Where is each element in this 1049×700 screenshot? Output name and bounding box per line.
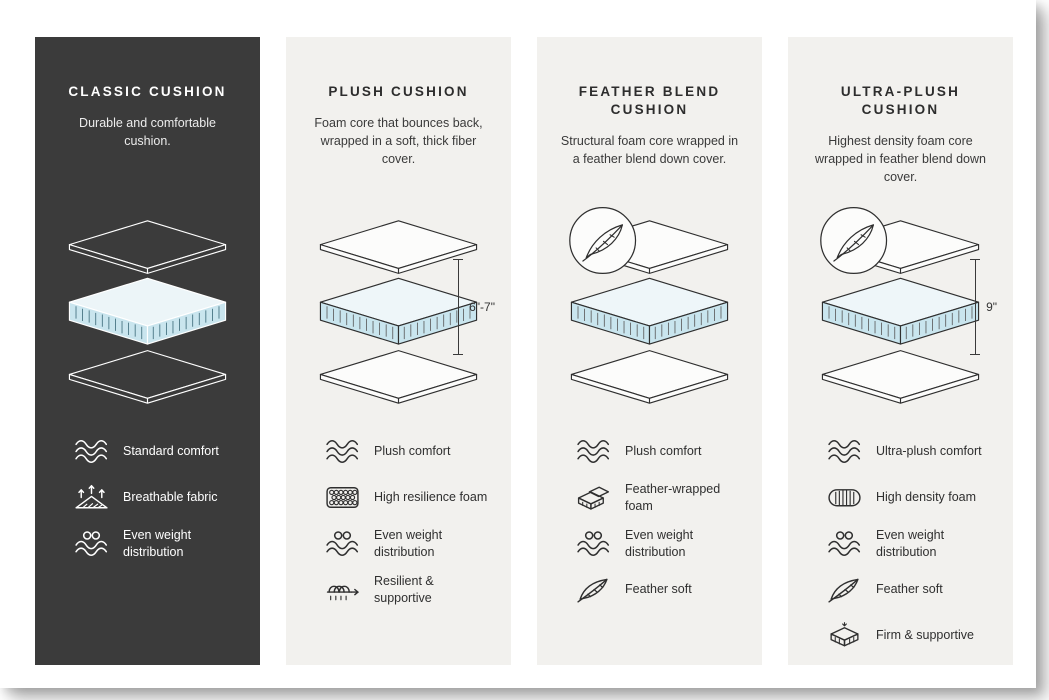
- column-title: CLASSIC CUSHION: [68, 84, 227, 99]
- feature-label: Resilient & supportive: [374, 574, 434, 605]
- feature-row: Even weight distribution: [575, 527, 744, 560]
- illustration-area: 6"-7": [304, 191, 495, 423]
- illustration-area: [53, 191, 242, 423]
- spring-icon: [326, 585, 359, 601]
- feature-list: Plush comfort High resilience foam Even …: [304, 435, 493, 606]
- feature-label: Even weight distribution: [123, 528, 192, 559]
- column-title: FEATHER BLEND CUSHION: [578, 84, 721, 118]
- feature-row: Firm & supportive: [826, 619, 995, 652]
- dimension-line: [970, 259, 981, 355]
- feature-label: High density foam: [876, 490, 977, 505]
- column-classic-cushion: CLASSIC CUSHION Durable and comfortable …: [35, 37, 260, 665]
- feature-row: Resilient & supportive: [324, 573, 493, 606]
- feature-row: Plush comfort: [575, 435, 744, 468]
- feature-label: Firm & supportive: [876, 628, 974, 643]
- feature-label: Breathable fabric: [123, 490, 218, 505]
- dimension-indicator: 6"-7": [453, 259, 495, 355]
- feature-row: Even weight distribution: [324, 527, 493, 560]
- feature-row: High density foam: [826, 481, 995, 514]
- column-description: Foam core that bounces back, wrapped in …: [314, 116, 483, 166]
- feature-list: Plush comfort Feather-wrapped foam Even …: [555, 435, 744, 606]
- waves-icon: [326, 439, 359, 464]
- feature-row: Breathable fabric: [73, 481, 242, 514]
- feature-row: Even weight distribution: [826, 527, 995, 560]
- feature-list: Ultra-plush comfort High density foam Ev…: [806, 435, 995, 652]
- feature-label: Even weight distribution: [374, 528, 443, 559]
- column-title: ULTRA-PLUSH CUSHION: [840, 84, 961, 118]
- column-header: CLASSIC CUSHION Durable and comfortable …: [53, 83, 242, 191]
- column-feather-blend-cushion: FEATHER BLEND CUSHION Structural foam co…: [537, 37, 762, 665]
- feature-label: Feather soft: [876, 582, 943, 597]
- foam-bubbles-icon: [326, 487, 359, 508]
- column-ultra-plush-cushion: ULTRA-PLUSH CUSHION Highest density foam…: [788, 37, 1013, 665]
- feature-label: Even weight distribution: [625, 528, 694, 559]
- cushion-layers-illustration: [569, 206, 744, 408]
- waves-icon: [828, 439, 861, 464]
- column-description: Structural foam core wrapped in a feathe…: [560, 134, 739, 167]
- feature-row: Feather-wrapped foam: [575, 481, 744, 514]
- feature-row: Plush comfort: [324, 435, 493, 468]
- column-description: Durable and comfortable cushion.: [79, 116, 216, 148]
- cushion-layers-illustration: [53, 206, 242, 408]
- feather-icon: [577, 578, 608, 603]
- waves-icon: [577, 439, 610, 464]
- weight-distribution-icon: [326, 531, 359, 557]
- cushion-columns: CLASSIC CUSHION Durable and comfortable …: [35, 37, 1013, 665]
- feature-label: Plush comfort: [374, 444, 451, 459]
- feature-label: Standard comfort: [123, 444, 219, 459]
- dimension-label: 6"-7": [469, 300, 495, 314]
- feature-label: Feather-wrapped foam: [625, 482, 721, 513]
- weight-distribution-icon: [75, 531, 108, 557]
- weight-distribution-icon: [828, 531, 861, 557]
- illustration-area: 9": [806, 191, 997, 423]
- foam-bricks-icon: [577, 486, 610, 510]
- feature-list: Standard comfort Breathable fabric Even …: [53, 435, 242, 560]
- feature-row: High resilience foam: [324, 481, 493, 514]
- weight-distribution-icon: [577, 531, 610, 557]
- dense-foam-icon: [828, 489, 861, 507]
- column-header: FEATHER BLEND CUSHION Structural foam co…: [555, 83, 744, 191]
- feature-label: Feather soft: [625, 582, 692, 597]
- dimension-label: 9": [986, 300, 997, 314]
- dimension-line: [453, 259, 464, 355]
- feature-label: High resilience foam: [374, 490, 488, 505]
- feature-label: Even weight distribution: [876, 528, 945, 559]
- feature-row: Even weight distribution: [73, 527, 242, 560]
- feature-label: Plush comfort: [625, 444, 702, 459]
- column-plush-cushion: PLUSH CUSHION Foam core that bounces bac…: [286, 37, 511, 665]
- column-title: PLUSH CUSHION: [328, 84, 469, 99]
- waves-icon: [75, 439, 108, 464]
- dimension-indicator: 9": [970, 259, 997, 355]
- illustration-area: [555, 191, 744, 423]
- column-header: PLUSH CUSHION Foam core that bounces bac…: [304, 83, 493, 191]
- cushion-layers-illustration: [820, 206, 995, 408]
- infographic-sheet: CLASSIC CUSHION Durable and comfortable …: [35, 37, 1013, 665]
- feather-badge: [820, 206, 888, 274]
- column-header: ULTRA-PLUSH CUSHION Highest density foam…: [806, 83, 995, 191]
- feather-icon: [828, 578, 859, 603]
- firm-supportive-icon: [830, 622, 859, 647]
- feature-label: Ultra-plush comfort: [876, 444, 982, 459]
- breathable-fabric-icon: [75, 484, 108, 509]
- column-description: Highest density foam core wrapped in fea…: [815, 134, 986, 184]
- feature-row: Feather soft: [826, 573, 995, 606]
- feather-badge: [569, 206, 637, 274]
- feature-row: Standard comfort: [73, 435, 242, 468]
- feature-row: Feather soft: [575, 573, 744, 606]
- feature-row: Ultra-plush comfort: [826, 435, 995, 468]
